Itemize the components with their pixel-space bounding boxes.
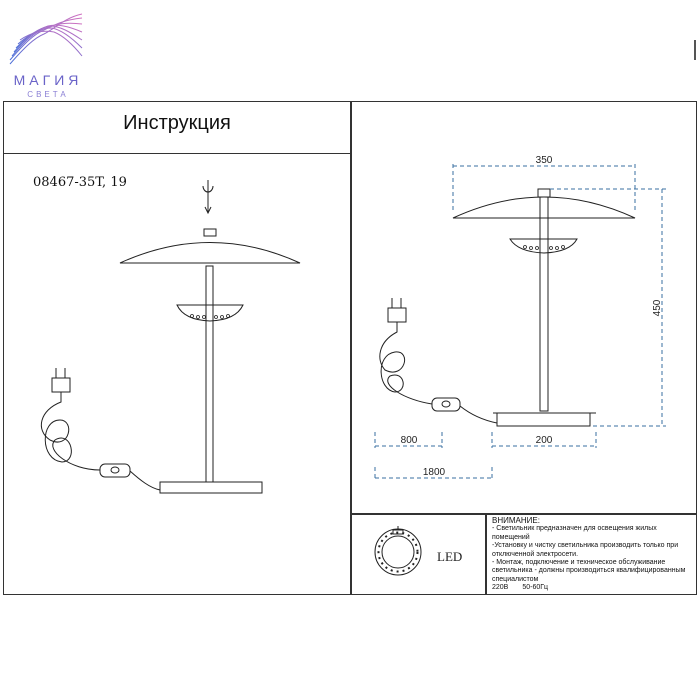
dim-cord-length: 1800 bbox=[423, 467, 446, 478]
shade-cap bbox=[203, 228, 217, 237]
lamp-front-view bbox=[119, 242, 301, 494]
panel-divider bbox=[350, 101, 352, 595]
info-divider bbox=[351, 513, 697, 515]
led-label: LED bbox=[437, 549, 463, 564]
warning-line: - Светильник предназначен для освещения … bbox=[492, 525, 657, 541]
brand-subtitle: СВЕТА bbox=[27, 90, 69, 99]
dim-base-width: 200 bbox=[536, 435, 553, 446]
warning-title: ВНИМАНИЕ: bbox=[492, 516, 540, 525]
model-number: 08467-35T, 19 bbox=[33, 175, 127, 190]
dimension-lines bbox=[374, 164, 666, 481]
frequency: 50-60Гц bbox=[522, 584, 549, 592]
warning-block: ВНИМАНИЕ: - Светильник предназначен для … bbox=[492, 516, 692, 593]
page-title: Инструкция bbox=[123, 112, 231, 134]
plug-cord-right bbox=[379, 298, 498, 424]
page-edge-mark bbox=[694, 40, 696, 60]
lamp-side-view bbox=[452, 188, 636, 427]
dim-cord-to-switch: 800 bbox=[401, 435, 418, 446]
logo-wave-icon bbox=[9, 13, 83, 65]
brand-name: МАГИЯ bbox=[13, 72, 83, 88]
brand-logo: МАГИЯ СВЕТА bbox=[4, 8, 88, 99]
voltage: 220В bbox=[492, 584, 509, 592]
rotate-icon bbox=[202, 180, 214, 215]
warning-line: - Монтаж, подключение и техническое обсл… bbox=[492, 559, 686, 583]
dim-height: 450 bbox=[652, 299, 663, 316]
plug-cord-left bbox=[40, 368, 161, 491]
dim-shade-width: 350 bbox=[536, 155, 553, 166]
info-column-divider bbox=[485, 513, 487, 595]
warning-line: -Установку и чистку светильника производ… bbox=[492, 542, 679, 558]
led-ring-icon bbox=[374, 526, 422, 576]
title-divider bbox=[3, 153, 351, 154]
